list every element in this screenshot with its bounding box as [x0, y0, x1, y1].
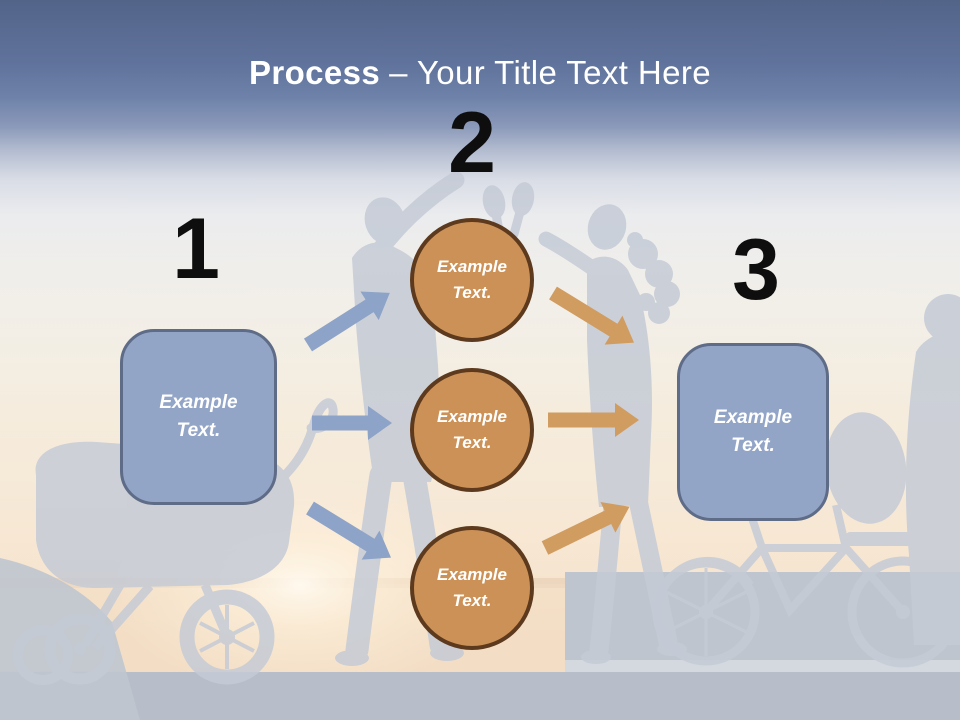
arrow-box1-to-circle3[interactable]	[301, 494, 400, 573]
arrow-circle3-to-box3[interactable]	[538, 492, 637, 564]
process-box-end-label: Example Text.	[713, 406, 793, 457]
slide-title[interactable]: Process– Your Title Text Here	[0, 54, 960, 92]
process-circle-1[interactable]: Example Text.	[410, 218, 534, 342]
process-box-start[interactable]: Example Text.	[120, 329, 277, 505]
arrow-box1-to-circle1[interactable]	[299, 279, 399, 360]
step-number-3[interactable]: 3	[732, 222, 780, 318]
arrow-box1-to-circle2[interactable]	[312, 406, 392, 440]
title-keyword: Process	[248, 54, 381, 91]
title-subtitle: – Your Title Text Here	[389, 54, 712, 91]
process-circle-3-label: Example Text.	[437, 564, 507, 610]
step-number-1[interactable]: 1	[172, 201, 220, 297]
process-circle-1-label: Example Text.	[437, 256, 507, 302]
process-circle-3[interactable]: Example Text.	[410, 526, 534, 650]
arrow-circle2-to-box3[interactable]	[548, 403, 639, 437]
process-box-end[interactable]: Example Text.	[677, 343, 829, 521]
step-number-2[interactable]: 2	[448, 95, 496, 191]
arrow-circle1-to-box3[interactable]	[544, 279, 643, 358]
process-circle-2[interactable]: Example Text.	[410, 368, 534, 492]
process-circle-2-label: Example Text.	[437, 406, 507, 452]
ground	[0, 672, 960, 720]
bicycle-silhouette	[652, 294, 960, 668]
process-box-start-label: Example Text.	[159, 391, 238, 442]
